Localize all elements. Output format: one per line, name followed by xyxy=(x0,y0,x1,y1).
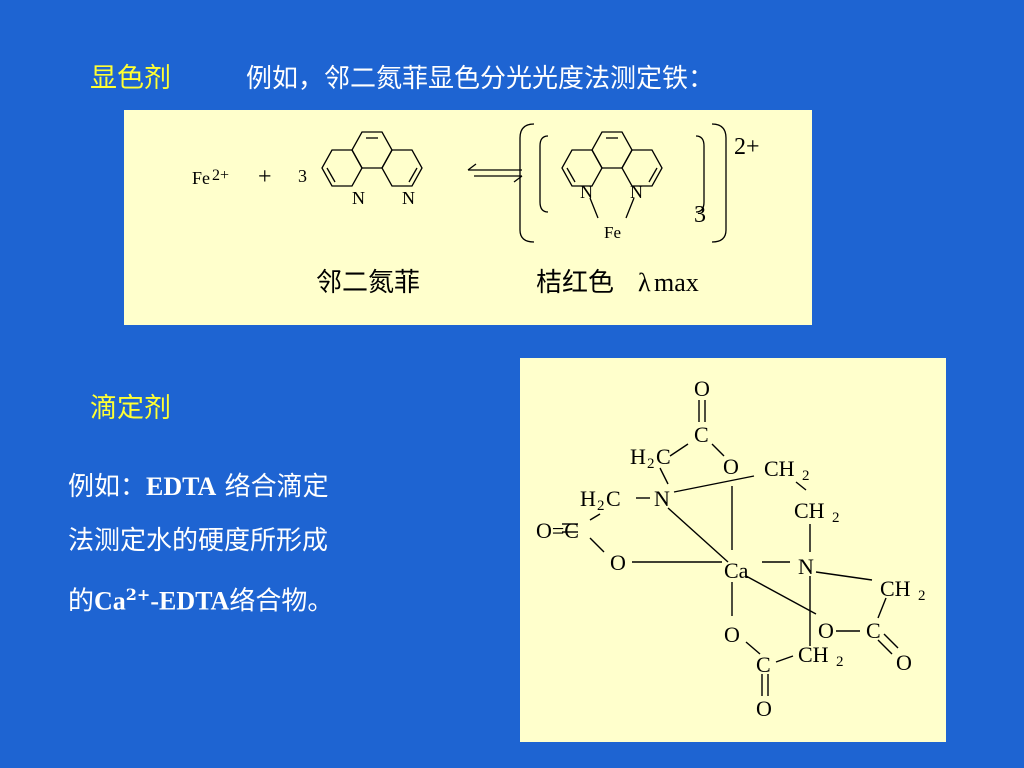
line1-prefix: 例如： xyxy=(68,472,147,502)
line3-edta: -EDTA xyxy=(150,586,230,616)
reagent-name: 邻二氮菲 xyxy=(316,268,420,298)
ch2-right: CH xyxy=(794,498,825,523)
atom-c-left-top: C xyxy=(656,444,671,469)
atom-h-left-top: H xyxy=(630,444,646,469)
atom-c-left: C xyxy=(606,486,621,511)
atom-c-bottom: C xyxy=(756,652,771,677)
lambda-max: max xyxy=(654,268,699,297)
line3-ca: Ca xyxy=(94,586,126,616)
ch2-far-right: CH xyxy=(880,576,911,601)
atom-o-far-bottom-right: O xyxy=(896,650,912,675)
sub2-h-left: 2 xyxy=(597,498,605,514)
line1-suffix: 络合滴定 xyxy=(216,472,329,502)
complex-nitrogen-2: N xyxy=(630,182,643,202)
example-heading: 例如，邻二氮菲显色分光光度法测定铁： xyxy=(246,64,715,94)
plus-sign: + xyxy=(258,164,272,190)
fe-symbol: Fe xyxy=(192,168,210,188)
atom-h-left: H xyxy=(580,486,596,511)
nitrogen-1: N xyxy=(352,188,365,208)
atom-o-eq-c: O=C xyxy=(536,518,579,543)
line3-suffix: 络合物。 xyxy=(229,586,334,617)
phenanthroline-reaction-diagram: Fe 2+ + 3 N N N N Fe 3 2+ 邻二氮菲 桔红色 λ max xyxy=(192,123,760,298)
atom-n-right: N xyxy=(798,554,814,579)
reaction-panel: Fe 2+ + 3 N N N N Fe 3 2+ 邻二氮菲 桔红色 λ max xyxy=(124,110,812,325)
ca-edta-structure-diagram: O C H 2 C O CH 2 H 2 C N CH 2 O=C O Ca N… xyxy=(536,376,926,721)
complex-subscript-3: 3 xyxy=(694,202,706,228)
complex-fe: Fe xyxy=(604,223,621,242)
atom-c-bottom-right: C xyxy=(866,618,881,643)
atom-o-bottom: O xyxy=(756,696,772,721)
complex-nitrogen-1: N xyxy=(580,182,593,202)
edta-paragraph: 例如：EDTA 络合滴定 法测定水的硬度所形成 的Ca2+-EDTA络合物。 xyxy=(68,466,418,623)
atom-o-bottom-left: O xyxy=(724,622,740,647)
section-label-chromogenic: 显色剂 xyxy=(90,63,171,94)
section-label-titrant: 滴定剂 xyxy=(90,393,171,424)
sub2-ch2-far-right: 2 xyxy=(918,588,926,604)
coefficient-3: 3 xyxy=(298,166,307,186)
atom-n-left: N xyxy=(654,486,670,511)
line3-prefix: 的 xyxy=(68,586,95,617)
atom-o-upper: O xyxy=(723,454,739,479)
line3-charge: 2+ xyxy=(125,585,151,604)
product-name: 桔红色 xyxy=(536,268,614,298)
ch2-upper-right: CH xyxy=(764,456,795,481)
sub2-ch2-bottom: 2 xyxy=(836,654,844,670)
paragraph-line-3: 的Ca2+-EDTA络合物。 xyxy=(68,574,418,623)
atom-o-bottom-right: O xyxy=(818,618,834,643)
atom-o-left: O xyxy=(610,550,626,575)
fe-charge: 2+ xyxy=(212,167,229,184)
calcium-center: Ca xyxy=(724,558,749,583)
atom-c-top: C xyxy=(694,422,709,447)
paragraph-line-2: 法测定水的硬度所形成 xyxy=(68,526,329,556)
sub2-h-left-top: 2 xyxy=(647,456,655,472)
sub2-ch2-upper-right: 2 xyxy=(802,468,810,484)
atom-o-top: O xyxy=(694,376,710,401)
lambda-symbol: λ xyxy=(638,268,651,297)
nitrogen-2: N xyxy=(402,188,415,208)
sub2-ch2-right: 2 xyxy=(832,510,840,526)
paragraph-line-1: 例如：EDTA 络合滴定 xyxy=(68,466,418,508)
complex-charge: 2+ xyxy=(734,134,760,160)
line1-edta: EDTA xyxy=(146,472,217,501)
ch2-bottom: CH xyxy=(798,642,829,667)
edta-structure-panel: O C H 2 C O CH 2 H 2 C N CH 2 O=C O Ca N… xyxy=(520,358,946,742)
